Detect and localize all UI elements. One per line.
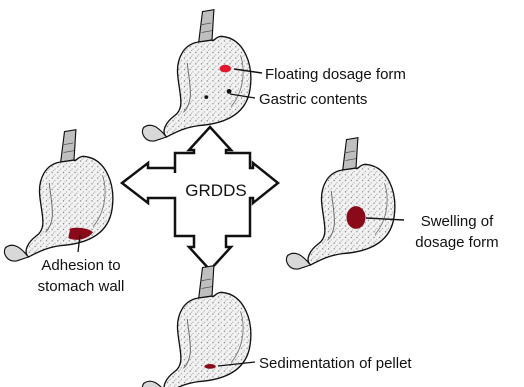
floating-dosage-dot bbox=[220, 65, 231, 73]
stomach-left bbox=[4, 130, 112, 261]
gastric-contents-label: Gastric contents bbox=[259, 91, 367, 108]
swelling-label-line1: Swelling of bbox=[421, 213, 494, 230]
adhesion-label-line1: Adhesion to bbox=[41, 257, 120, 274]
adhesion-label-line2: stomach wall bbox=[38, 278, 125, 295]
grdds-label: GRDDS bbox=[185, 181, 246, 200]
sediment-pellet bbox=[204, 364, 215, 369]
swelling-label-line2: dosage form bbox=[415, 234, 498, 251]
stomach-right bbox=[286, 138, 394, 269]
swollen-dosage-form bbox=[347, 206, 366, 229]
sedimentation-label: Sedimentation of pellet bbox=[259, 355, 412, 372]
floating-dosage-label: Floating dosage form bbox=[265, 66, 406, 83]
cross-arrow: GRDDS bbox=[122, 127, 278, 270]
stomach-top bbox=[142, 10, 250, 141]
stomach-bottom bbox=[142, 266, 250, 387]
